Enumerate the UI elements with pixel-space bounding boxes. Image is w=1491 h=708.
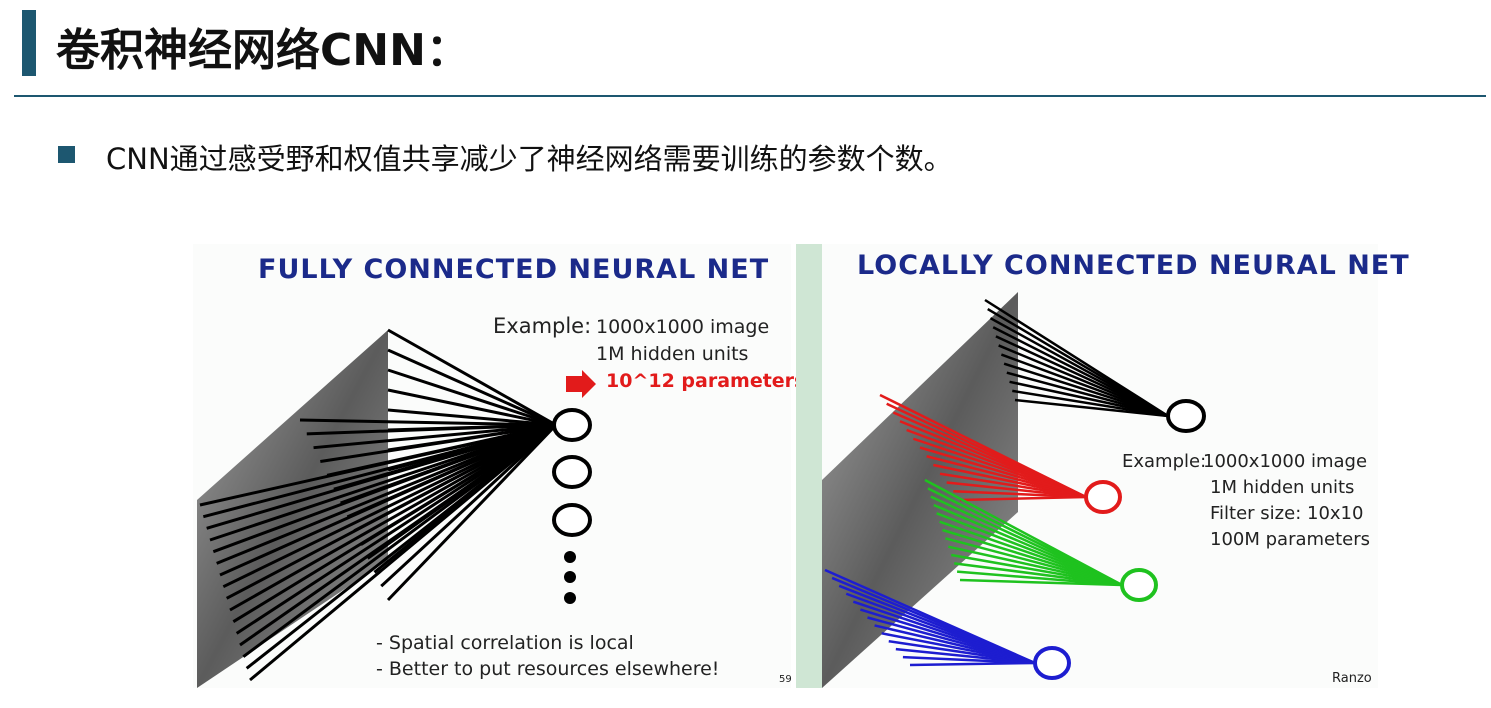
- fc-connection-line: [353, 423, 557, 533]
- fc-connection-lines: [199, 328, 558, 682]
- local-unit-black: [1166, 399, 1206, 433]
- hidden-unit-3: [552, 503, 592, 537]
- fc-connection-line: [373, 423, 557, 574]
- lc-example-label: Example:: [1122, 451, 1207, 472]
- fc-connection-line: [387, 423, 557, 472]
- lc-example-line4: 100M parameters: [1210, 529, 1371, 550]
- lc-blue-connection: [902, 655, 1036, 665]
- lc-red-connection: [959, 495, 1087, 502]
- lc-example-line2: 1M hidden units: [1210, 477, 1355, 498]
- lc-green-connection: [956, 570, 1123, 587]
- ellipsis-dot-2: [564, 571, 576, 583]
- fc-note-2: - Better to put resources elsewhere!: [376, 658, 720, 680]
- lc-red-connection: [939, 472, 1087, 499]
- local-unit-blue: [1033, 646, 1071, 680]
- lc-black-connection: [1000, 353, 1169, 418]
- lc-blue-connection: [895, 647, 1036, 665]
- lc-green-connection: [959, 578, 1123, 587]
- fc-connection-line: [216, 423, 557, 565]
- bullet-text: CNN通过感受野和权值共享减少了神经网络需要训练的参数个数。: [106, 142, 953, 176]
- lc-red-connection: [933, 463, 1087, 499]
- fc-connection-line: [386, 423, 558, 602]
- lc-green-connection: [954, 562, 1123, 587]
- lc-red-connection: [946, 481, 1087, 499]
- title-divider: [14, 95, 1486, 97]
- lc-green-connection: [948, 545, 1123, 587]
- fc-example-label: Example:: [493, 314, 592, 338]
- lc-black-connection: [1012, 389, 1169, 418]
- slide-title: 卷积神经网络CNN：: [56, 25, 470, 76]
- lc-green-connection: [951, 553, 1123, 587]
- lc-red-connection: [953, 490, 1087, 499]
- fc-connection-line: [313, 423, 557, 450]
- lc-green-connections: [924, 478, 1123, 587]
- lc-example-line3: Filter size: 10x10: [1210, 503, 1364, 524]
- fc-example-line1: 1000x1000 image: [596, 316, 770, 338]
- local-unit-green: [1120, 568, 1158, 602]
- input-image-plane-local: [822, 292, 1018, 688]
- fc-connection-line: [222, 423, 557, 589]
- lc-black-connection: [1009, 380, 1169, 418]
- fc-connection-line: [387, 328, 557, 427]
- fc-example-line2: 1M hidden units: [596, 343, 749, 365]
- lc-red-connections: [879, 393, 1087, 502]
- lc-black-connection: [1014, 398, 1169, 418]
- fc-note-1: - Spatial correlation is local: [376, 632, 634, 654]
- lc-black-connections: [984, 298, 1169, 418]
- fc-connection-line: [380, 423, 558, 588]
- fc-connection-line: [366, 423, 557, 560]
- fc-parameters: 10^12 parameters!!!: [606, 370, 832, 392]
- fc-connection-line: [387, 423, 557, 452]
- fc-connection-line: [235, 423, 557, 635]
- fc-connection-line: [387, 423, 557, 432]
- fc-connection-line: [340, 423, 557, 505]
- figure-credit: Ranzo: [1332, 671, 1372, 686]
- page-number: 59: [779, 674, 792, 685]
- fc-connection-line: [346, 423, 557, 519]
- lc-black-connection: [1006, 371, 1169, 418]
- hidden-unit-2: [552, 455, 592, 489]
- fc-connection-line: [387, 368, 557, 427]
- red-arrow-icon: [566, 370, 596, 398]
- ellipsis-dot-1: [564, 551, 576, 563]
- lc-blue-connection: [909, 661, 1036, 667]
- fc-connection-line: [387, 408, 557, 427]
- lc-example-line1: 1000x1000 image: [1203, 451, 1368, 472]
- panel-side-strip: [796, 244, 822, 688]
- fc-connection-line: [387, 348, 557, 427]
- local-unit-red: [1084, 480, 1122, 514]
- fc-connection-line: [387, 388, 557, 427]
- fc-connection-line: [209, 423, 557, 542]
- bullet-square-icon: [58, 146, 75, 163]
- fc-connection-line: [229, 423, 557, 612]
- hidden-unit-1: [552, 408, 592, 442]
- fully-connected-heading: FULLY CONNECTED NEURAL NET: [258, 254, 770, 285]
- ellipsis-dot-3: [564, 592, 576, 604]
- lc-black-connection: [1003, 362, 1169, 418]
- fc-connection-line: [326, 423, 557, 477]
- lc-blue-connections: [824, 568, 1036, 667]
- title-accent-bar: [22, 10, 36, 76]
- lc-green-connection: [945, 537, 1123, 587]
- fc-connection-line: [299, 418, 557, 427]
- locally-connected-heading: LOCALLY CONNECTED NEURAL NET: [857, 250, 1410, 281]
- fc-connection-line: [360, 423, 557, 546]
- lc-black-connection: [998, 344, 1169, 418]
